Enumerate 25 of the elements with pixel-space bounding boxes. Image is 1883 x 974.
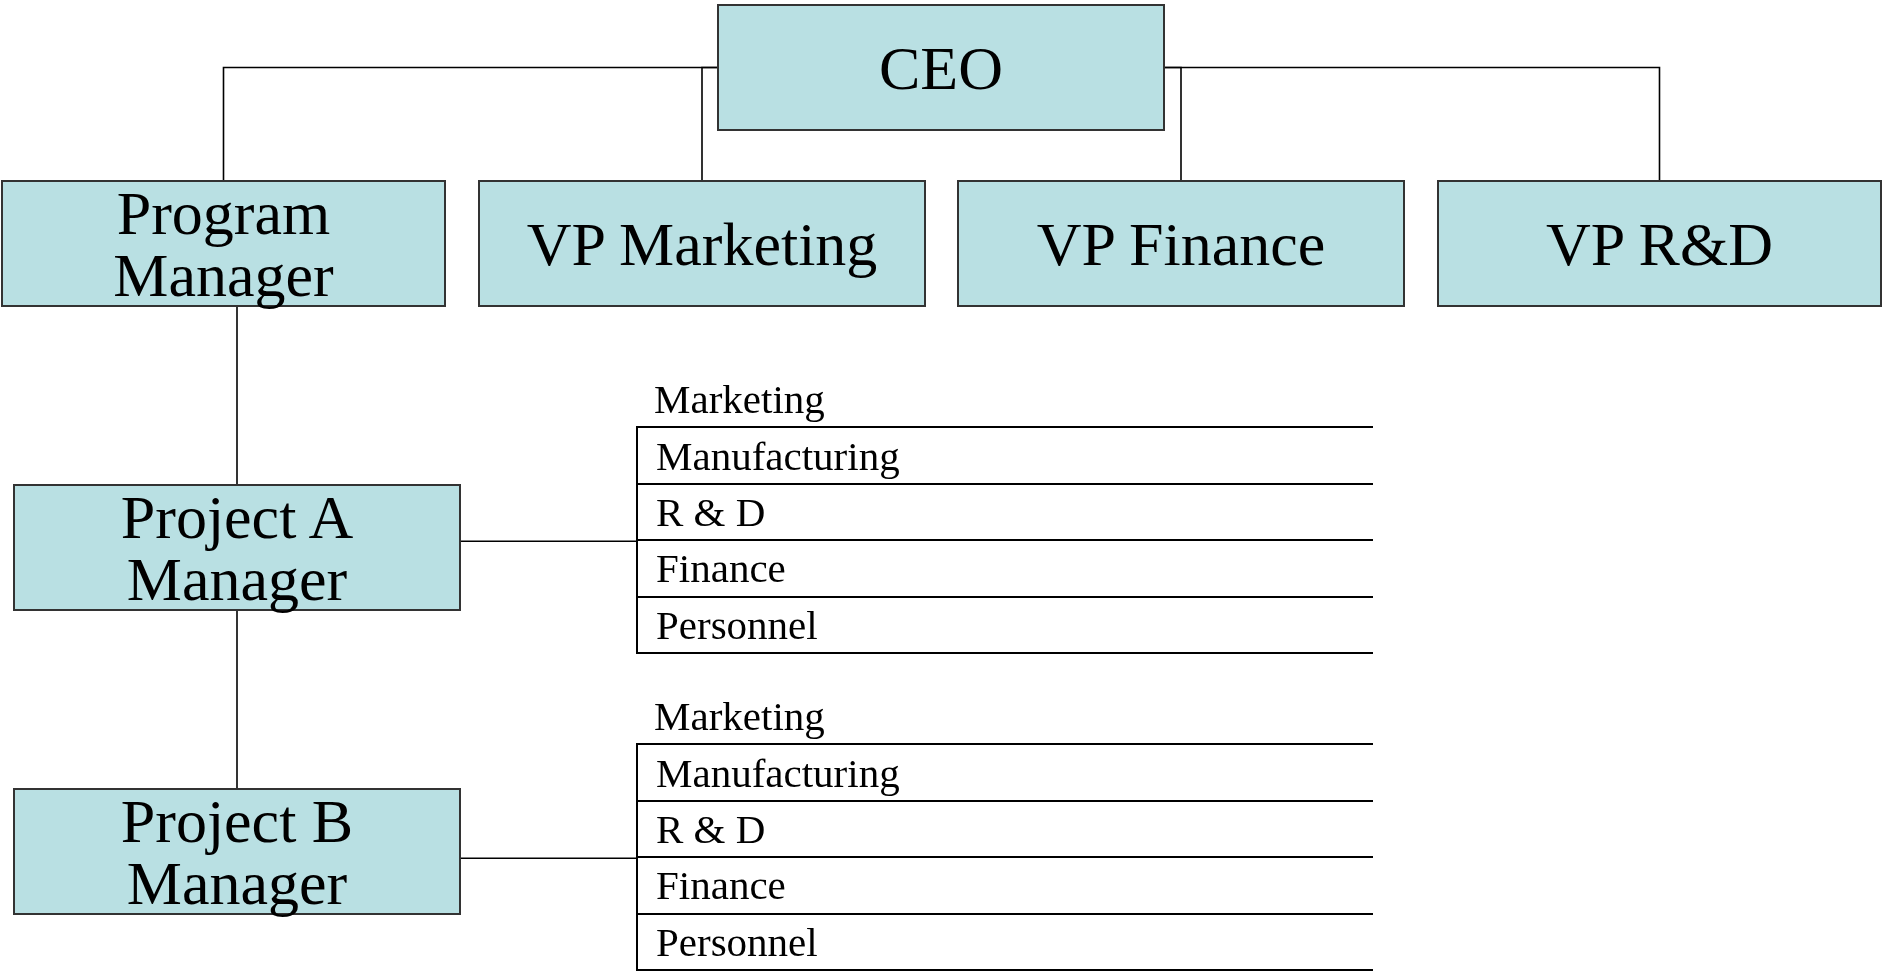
list-row: Personnel <box>636 914 1373 971</box>
connector-line <box>1164 66 1661 181</box>
list-row: Personnel <box>636 597 1373 654</box>
connector-line <box>236 610 238 789</box>
list-row: Finance <box>636 858 1373 915</box>
connector-line <box>460 540 637 542</box>
list-row: Finance <box>636 541 1373 598</box>
role-box <box>957 180 1405 307</box>
connector-line <box>701 66 718 181</box>
list-row: R & D <box>636 801 1373 859</box>
role-box <box>717 4 1165 131</box>
role-box <box>1 180 446 307</box>
list-row: Manufacturing <box>636 745 1373 802</box>
role-title: VP R&D <box>1546 212 1773 275</box>
connector-line <box>460 857 637 859</box>
list-row: Marketing <box>636 689 1373 746</box>
list-row: Marketing <box>636 372 1373 429</box>
role-title: CEO <box>879 36 1003 99</box>
role-box <box>13 788 461 915</box>
role-title: VP Finance <box>1036 212 1326 275</box>
list-row: R & D <box>636 484 1373 542</box>
list-row: Manufacturing <box>636 428 1373 485</box>
role-box <box>1437 180 1882 307</box>
role-box <box>13 484 461 611</box>
role-box <box>478 180 926 307</box>
